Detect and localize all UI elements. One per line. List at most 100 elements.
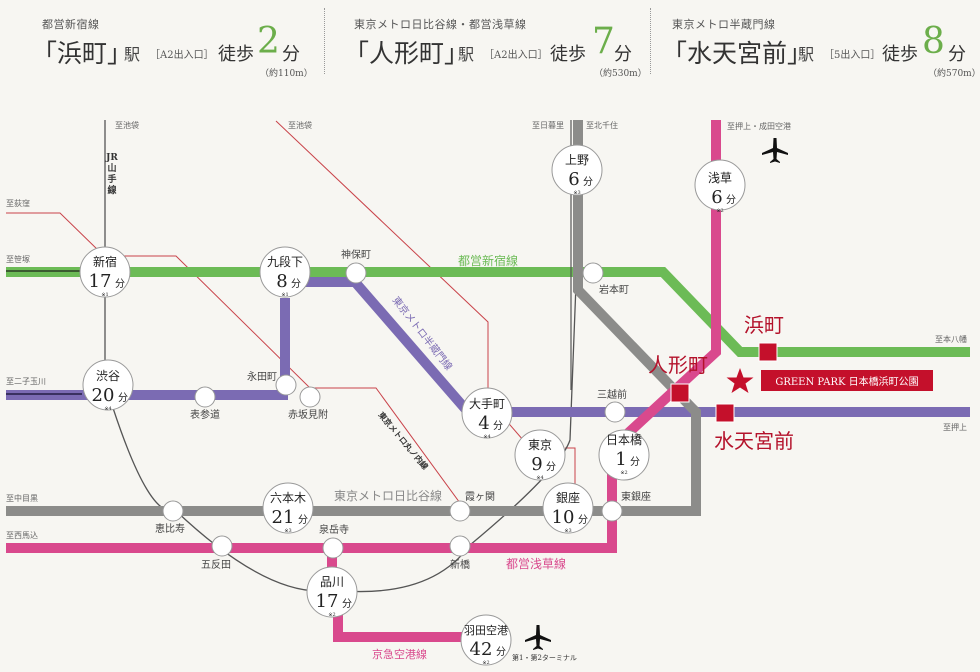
dir-sasazuka: 至笹塚	[6, 254, 30, 264]
station-shinagawa[interactable]	[306, 566, 358, 618]
dir-kitasenju: 至北千住	[586, 120, 618, 130]
station-shimbashi[interactable]	[449, 535, 471, 557]
hamacho-access: 都営新宿線 「浜町」 駅 ［A2出入口］ 徒歩 2 分 （約110m）	[32, 10, 330, 79]
note: ※1	[281, 292, 288, 298]
haneda-terminal-label: 第1・第2ターミナル	[512, 653, 577, 662]
eki-label: 駅	[124, 45, 141, 64]
minutes-shinagawa: 17	[316, 591, 339, 612]
station-tokyo[interactable]	[514, 429, 566, 481]
label-jimbocho: 神保町	[341, 248, 371, 261]
unit: 分	[298, 514, 308, 526]
major-stations	[79, 144, 746, 666]
unit: 分	[118, 392, 128, 404]
access-header: 都営新宿線 「浜町」 駅 ［A2出入口］ 徒歩 2 分 （約110m） 東京メト…	[0, 0, 980, 80]
note: ※1	[101, 292, 108, 298]
station-jimbocho[interactable]	[345, 262, 367, 284]
note: ※2	[482, 660, 489, 666]
minutes-ueno: 6	[568, 169, 579, 190]
star-icon	[726, 368, 754, 393]
note: ※2	[328, 612, 335, 618]
minutes-roppongi: 21	[272, 507, 295, 528]
minutes-shibuya: 20	[92, 385, 115, 406]
label-gotanda: 五反田	[201, 559, 231, 571]
station-mitsukoshimae[interactable]	[604, 401, 626, 423]
label-otemachi: 大手町	[469, 397, 505, 411]
station-akasakamitsuke[interactable]	[299, 386, 321, 408]
minutes-kudanshita: 8	[276, 271, 287, 292]
shinjuku-line-label: 都営新宿線	[458, 253, 518, 268]
station-sengakuji[interactable]	[322, 537, 344, 559]
walk-label: 徒歩	[550, 44, 586, 65]
dir-oshiage-narita: 至押上・成田空港	[727, 121, 791, 131]
label-iwamotocho: 岩本町	[599, 283, 629, 296]
dir-oshiage: 至押上	[943, 422, 967, 432]
station-shinjuku[interactable]	[79, 246, 131, 298]
airplane-icon	[525, 625, 551, 650]
label-shinagawa: 品川	[320, 575, 344, 589]
station-marker-hamacho[interactable]	[758, 342, 778, 362]
station-omotesando[interactable]	[194, 386, 216, 408]
minutes-unit: 分	[948, 44, 966, 65]
unit: 分	[726, 194, 736, 206]
dir-ikebukuro-jr: 至池袋	[115, 120, 139, 130]
station-gotanda[interactable]	[211, 535, 233, 557]
walk-label: 徒歩	[882, 44, 918, 65]
label-shimbashi: 新橋	[450, 558, 470, 571]
distance: （約570m）	[928, 69, 980, 79]
station-marker-ningyocho[interactable]	[670, 383, 690, 403]
label-hamacho: 浜町	[744, 313, 784, 337]
note: ※3	[284, 528, 291, 534]
asakusa-line-label: 都営浅草線	[506, 556, 566, 571]
line-name: 都営新宿線	[42, 18, 100, 31]
station-nagatacho[interactable]	[275, 374, 297, 396]
unit: 分	[291, 278, 301, 290]
distance: （約530m）	[594, 69, 647, 79]
yamanote-label-part: 山	[107, 162, 116, 174]
label-kasumigaseki: 霞ヶ関	[465, 491, 495, 503]
note: ※2	[620, 470, 627, 476]
ningyocho-access: 東京メトロ日比谷線・都営浅草線 「人形町」 駅 ［A2出入口］ 徒歩 7 分 （…	[344, 10, 647, 79]
hibiya-line-label: 東京メトロ日比谷線	[334, 488, 442, 503]
separator	[324, 8, 325, 74]
station-asakusa[interactable]	[694, 159, 746, 211]
station-haneda[interactable]	[460, 614, 512, 666]
station-ginza[interactable]	[542, 482, 594, 534]
unit: 分	[546, 461, 556, 473]
station-kasumigaseki[interactable]	[449, 500, 471, 522]
keikyu-line	[333, 600, 470, 642]
property-label: GREEN PARK 日本橋浜町公園	[775, 375, 918, 388]
minutes-unit: 分	[282, 44, 300, 65]
label-nagatacho: 永田町	[247, 370, 277, 383]
station-higashiginza[interactable]	[601, 500, 623, 522]
minutes-nihombashi: 1	[615, 449, 626, 470]
station-marker-suitengumae[interactable]	[715, 403, 735, 423]
station-iwamotocho[interactable]	[582, 262, 604, 284]
station-otemachi[interactable]	[461, 387, 513, 439]
label-ginza: 銀座	[556, 490, 580, 505]
walk-label: 徒歩	[218, 44, 254, 65]
exit-label: ［A2出入口］	[484, 50, 548, 61]
minutes-shinjuku: 17	[89, 271, 112, 292]
station-shibuya[interactable]	[82, 359, 134, 411]
label-haneda: 羽田空港	[464, 623, 508, 637]
distance: （約110m）	[260, 69, 313, 79]
station-kudanshita[interactable]	[259, 246, 311, 298]
line-name: 東京メトロ半蔵門線	[672, 18, 776, 31]
label-tokyo: 東京	[528, 438, 552, 452]
station-nihombashi[interactable]	[598, 429, 650, 481]
station-name: 「浜町」	[32, 39, 133, 68]
minutes-ginza: 10	[552, 507, 575, 528]
unit: 分	[115, 278, 125, 290]
minutes-tokyo: 9	[531, 454, 542, 475]
label-ningyocho: 人形町	[648, 353, 708, 377]
station-ueno[interactable]	[551, 144, 603, 196]
unit: 分	[578, 514, 588, 526]
label-omotesando: 表参道	[190, 408, 220, 421]
station-ebisu[interactable]	[162, 500, 184, 522]
dir-nakameguro: 至中目黒	[6, 493, 38, 503]
yamanote-label-part: JR	[105, 153, 118, 163]
unit: 分	[342, 598, 352, 610]
airplane-icon	[762, 138, 788, 163]
station-roppongi[interactable]	[262, 482, 314, 534]
walk-minutes: 7	[592, 21, 615, 62]
